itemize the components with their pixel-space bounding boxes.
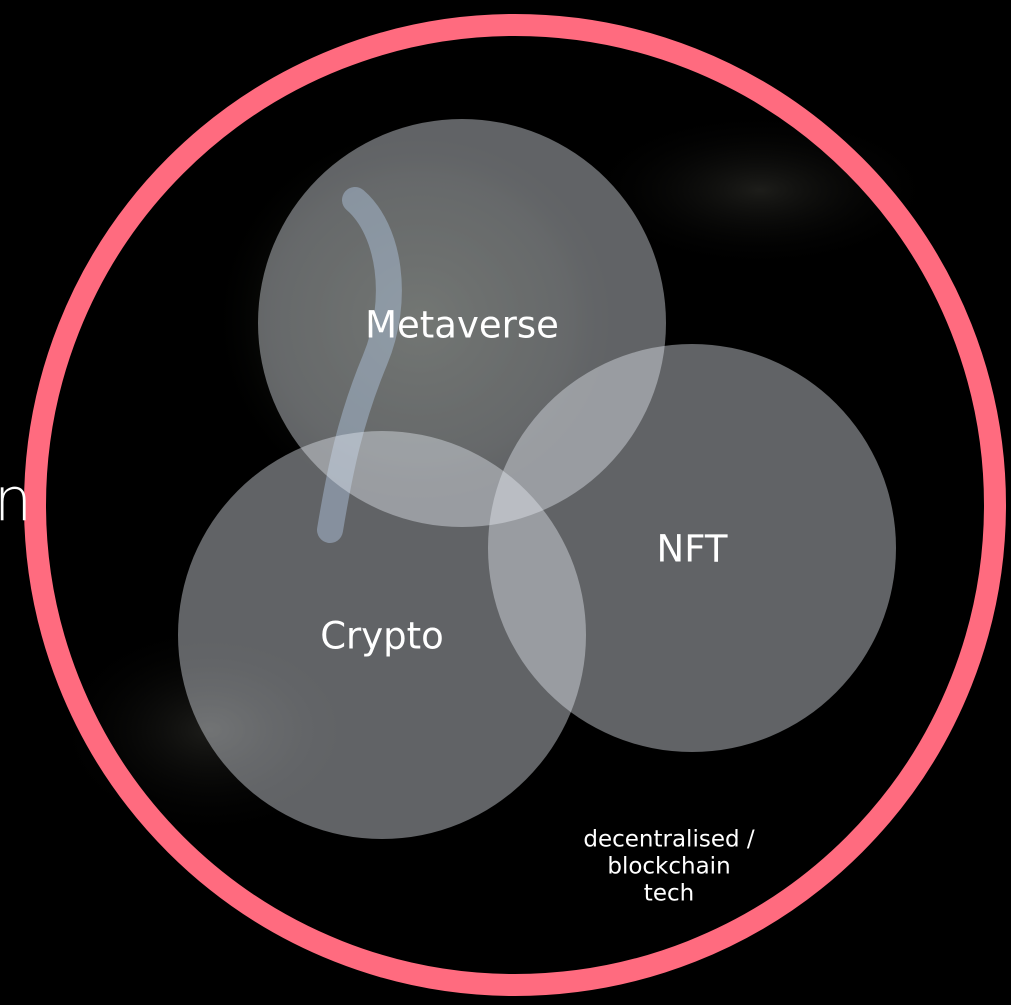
- nft-label: NFT: [656, 527, 728, 571]
- light-streak: [317, 187, 402, 543]
- nft-circle: [488, 344, 896, 752]
- metaverse-label: Metaverse: [365, 303, 559, 347]
- intersection-caption: decentralised / blockchain tech: [549, 827, 789, 908]
- caption-line: decentralised /: [583, 826, 755, 853]
- caption-line: tech: [643, 880, 695, 907]
- crypto-circle: [178, 431, 586, 839]
- planet-backdrop: [210, 120, 630, 520]
- outer-ring: [24, 14, 1006, 996]
- crypto-label: Crypto: [320, 614, 444, 658]
- cropped-heading-text: n: [0, 465, 33, 535]
- caption-line: blockchain: [607, 853, 731, 880]
- metaverse-circle: [258, 119, 666, 527]
